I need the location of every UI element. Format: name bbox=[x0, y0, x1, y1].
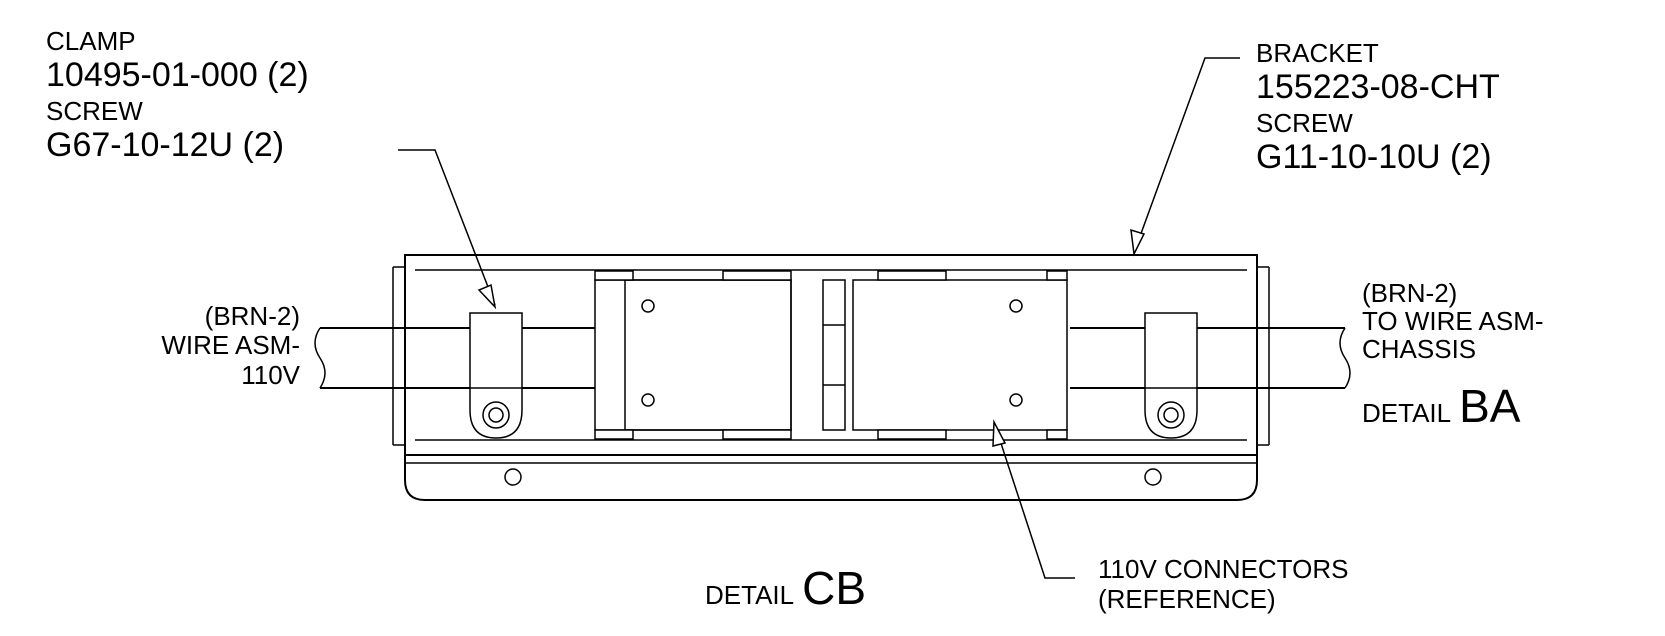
connector-right bbox=[852, 270, 1068, 440]
right-wire-name: TO WIRE ASM- bbox=[1362, 306, 1544, 336]
right-wire-destination: CHASSIS bbox=[1362, 334, 1476, 364]
leader-bracket bbox=[1130, 57, 1240, 257]
clamp-screw-title: SCREW bbox=[46, 96, 143, 126]
wire-left bbox=[314, 327, 595, 389]
bracket-part-number: 155223-08-CHT bbox=[1256, 68, 1500, 106]
bracket-hole-left bbox=[504, 468, 522, 486]
wire-right bbox=[1070, 327, 1351, 389]
bracket-screw-title: SCREW bbox=[1256, 108, 1353, 138]
connector-left bbox=[594, 270, 792, 440]
clamp-left bbox=[469, 312, 523, 439]
leader-connectors bbox=[992, 419, 1075, 579]
left-wire-color: (BRN-2) bbox=[205, 301, 300, 331]
bracket bbox=[392, 254, 1270, 501]
connectors-reference: (REFERENCE) bbox=[1098, 584, 1276, 614]
detail-cb-id: CB bbox=[802, 562, 866, 614]
clamp-part-number: 10495-01-000 (2) bbox=[46, 56, 309, 94]
clamp-title: CLAMP bbox=[46, 26, 136, 56]
detail-cb-prefix: DETAIL bbox=[705, 580, 794, 610]
connectors-title: 110V CONNECTORS bbox=[1098, 554, 1348, 584]
connector-coupler bbox=[822, 279, 846, 431]
detail-ba-prefix: DETAIL bbox=[1362, 398, 1451, 428]
bracket-screw-part-number: G11-10-10U (2) bbox=[1256, 138, 1492, 176]
left-wire-voltage: 110V bbox=[241, 360, 300, 390]
left-wire-name: WIRE ASM- bbox=[161, 330, 300, 360]
clamp-right bbox=[1144, 312, 1198, 439]
bracket-title: BRACKET bbox=[1256, 38, 1379, 68]
detail-ba-label: DETAIL BA bbox=[1362, 380, 1521, 432]
detail-ba-id: BA bbox=[1459, 380, 1521, 432]
detail-cb-label: DETAIL CB bbox=[705, 562, 866, 614]
clamp-screw-part-number: G67-10-12U (2) bbox=[46, 126, 284, 164]
leader-clamp bbox=[398, 149, 497, 310]
right-wire-color: (BRN-2) bbox=[1362, 278, 1457, 308]
bracket-hole-right bbox=[1144, 468, 1162, 486]
